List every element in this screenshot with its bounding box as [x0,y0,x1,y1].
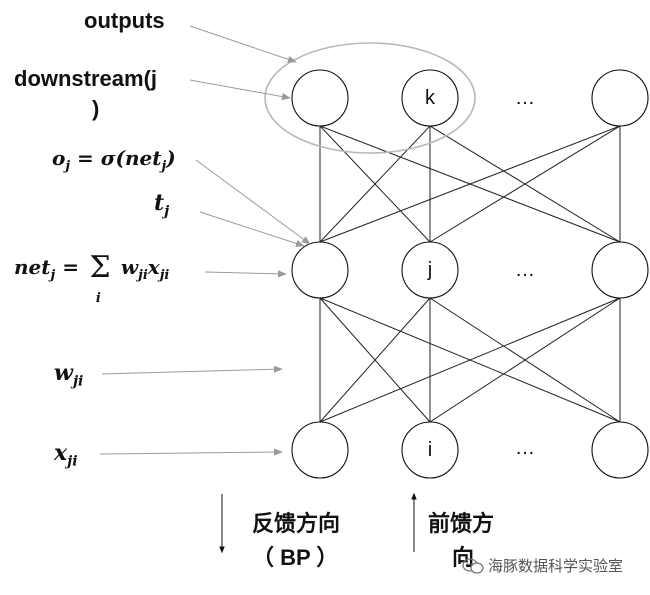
input-layer [291,421,649,479]
pointer-downstream [189,79,291,101]
hidden-input-connections [319,297,621,423]
watermark: 海豚数据科学实验室 [462,555,623,576]
formula-netj: netj = Σ i wjixji [14,250,170,307]
label-downstream: downstream(j [14,66,158,91]
pointer-netj [204,270,287,278]
output-node [591,69,649,127]
connection-edge [319,297,621,423]
forward-direction-label-cont: 向 [452,545,475,570]
pointer-xji [99,448,283,456]
connection-edge [319,297,431,423]
hidden-ellipsis: … [515,259,535,281]
pointer-tj [199,211,305,247]
label-downstream-close: ) [92,96,100,121]
downstream-highlight-ellipse [264,42,476,154]
watermark-text: 海豚数据科学实验室 [488,558,624,575]
hidden-node-j-label: j [427,259,433,281]
output-hidden-connections [319,125,621,243]
backward-direction-bp: （ BP ） [252,545,339,570]
hidden-layer [291,241,649,299]
pointer-wji [101,365,283,375]
output-layer [291,69,649,127]
input-node [591,421,649,479]
input-node-i-label: i [427,439,433,461]
output-node-k [401,69,459,127]
input-node-i [401,421,459,479]
wechat-icon [462,558,484,574]
hidden-node-j [401,241,459,299]
formula-wji: wji [54,360,84,390]
pointer-outputs [189,25,297,63]
formula-tj: tj [154,190,170,220]
annotation-pointers [99,25,311,456]
formula-oj: oj = σ(netj) [52,146,176,174]
output-node-k-label: k [425,87,435,109]
hidden-node [291,241,349,299]
input-ellipsis: … [515,437,535,459]
hidden-node [591,241,649,299]
output-node [291,69,349,127]
label-outputs: outputs [84,8,165,33]
forward-direction-label: 前馈方 [428,511,495,536]
connection-edge [429,125,621,243]
pointer-oj [195,159,311,245]
connection-edge [319,125,431,243]
connection-edge [429,297,621,423]
input-node [291,421,349,479]
backward-direction-label: 反馈方向 [252,511,341,536]
connection-edge [319,125,621,243]
formula-xji: xji [54,440,78,470]
output-ellipsis: … [515,87,535,109]
